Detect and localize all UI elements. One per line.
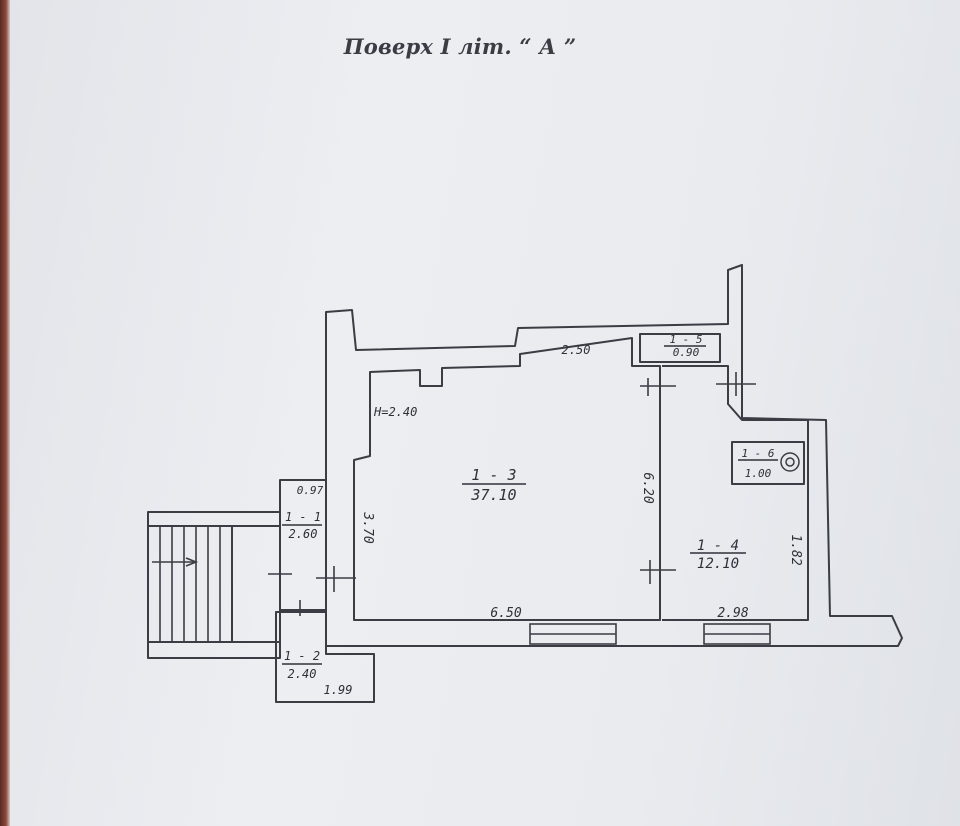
outer-wall [325, 264, 903, 647]
stair-treads [152, 526, 221, 642]
room-1-3-area: 37.10 [470, 486, 516, 504]
room-1-4-outline [662, 365, 809, 621]
room-1-2-area: 2.40 [288, 667, 317, 681]
room-1-6-number: 1 - 6 [741, 447, 774, 460]
sink-icon [780, 452, 800, 472]
room-1-5-outline [639, 333, 721, 363]
room-1-3-number: 1 - 3 [471, 466, 516, 484]
dim-top-r11: 0.97 [297, 484, 324, 497]
ceiling-height-label: H=2.40 [373, 405, 417, 419]
room-1-6-area: 1.00 [745, 467, 772, 480]
door-marks [268, 372, 756, 616]
room-1-5-area: 0.90 [673, 346, 700, 359]
dim-right-r14: 1.82 [788, 534, 803, 565]
staircase [147, 511, 281, 659]
windows [529, 623, 771, 645]
plan-title: Поверх I літ. “ А ” [343, 34, 577, 59]
dim-bottom-r14: 2.98 [717, 606, 748, 621]
room-1-2-outline [275, 611, 375, 703]
room-1-4-area: 12.10 [697, 556, 739, 572]
dim-top-main: 2.50 [562, 343, 591, 357]
dim-right-main: 6.20 [640, 472, 655, 503]
room-1-5-number: 1 - 5 [669, 333, 702, 346]
dim-left-main: 3.70 [360, 511, 375, 543]
dim-bottom-main: 6.50 [490, 606, 521, 621]
dim-bottom-r12: 1.99 [324, 683, 353, 697]
room-1-4-number: 1 - 4 [697, 538, 739, 554]
sheet-edge [0, 0, 10, 826]
room-1-1-outline [279, 479, 327, 611]
room-1-1-area: 2.60 [289, 527, 318, 541]
room-1-2-number: 1 - 2 [284, 649, 320, 663]
room-1-1-number: 1 - 1 [285, 510, 321, 524]
room-1-6-outline [731, 441, 805, 485]
room-1-3-outline [353, 337, 661, 621]
